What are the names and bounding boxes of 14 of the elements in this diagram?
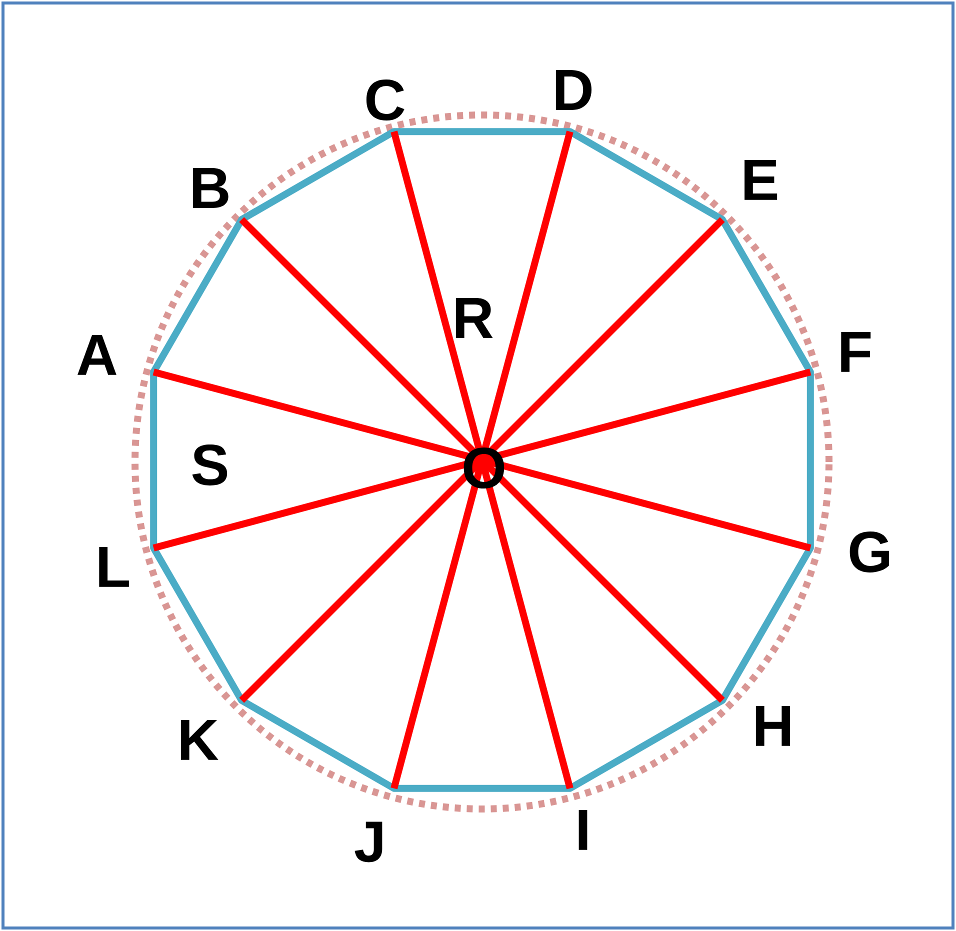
point-label: K [180, 720, 218, 760]
point-label: A [78, 335, 116, 375]
point-label: E [744, 160, 778, 200]
point-label: G [850, 531, 889, 573]
point-label: I [578, 810, 588, 850]
point-label: H [756, 706, 790, 746]
point-label: J [354, 822, 382, 862]
point-label: D [556, 70, 592, 110]
point-label: F [841, 332, 871, 372]
point-label: R [456, 298, 493, 338]
point-label: C [366, 79, 404, 121]
point-label: S [192, 444, 228, 486]
point-label: L [99, 547, 129, 587]
point-label: B [192, 168, 228, 208]
